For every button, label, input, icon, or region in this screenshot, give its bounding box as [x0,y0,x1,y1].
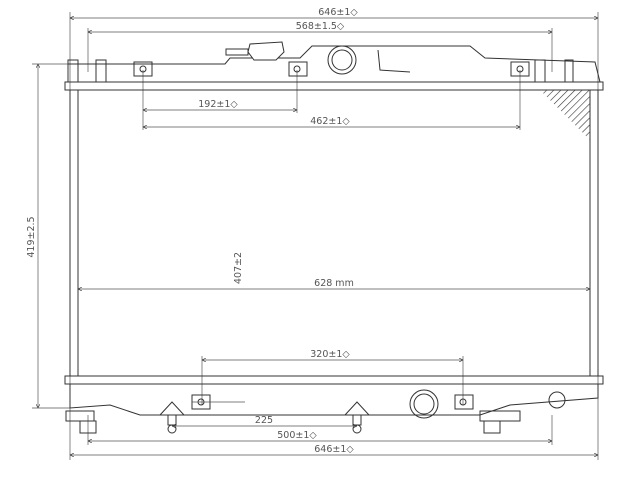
outlet-pipe [409,389,439,419]
dim-core-height: 407±2 [233,252,244,284]
core-fin-hatch [540,90,590,140]
dim-bracket-span-top: 462±1◇ [310,116,350,127]
dim-overall-width-bottom: 646±1◇ [314,444,354,455]
dim-bracket-offset: 192±1◇ [198,99,238,110]
dim-mount-span-top: 568±1.5◇ [296,21,345,32]
dim-overall-height: 419±2.5 [26,216,37,257]
inlet-pipe [327,45,357,75]
drain-plug [548,391,566,409]
filler-cap [247,41,285,61]
extension-lines [32,12,599,460]
mount-pin-right [352,424,362,434]
dimension-lines [38,18,598,455]
dim-overall-width-top: 646±1◇ [318,7,358,18]
dim-core-width: 628 mm [314,278,354,289]
core [69,89,599,377]
radiator-body [64,41,604,434]
dim-mount-span-bottom: 500±1◇ [277,430,317,441]
dim-bracket-span-bottom: 320±1◇ [310,349,350,360]
dim-pin-spacing: 225 [255,415,273,426]
overflow-pipe [225,48,249,56]
